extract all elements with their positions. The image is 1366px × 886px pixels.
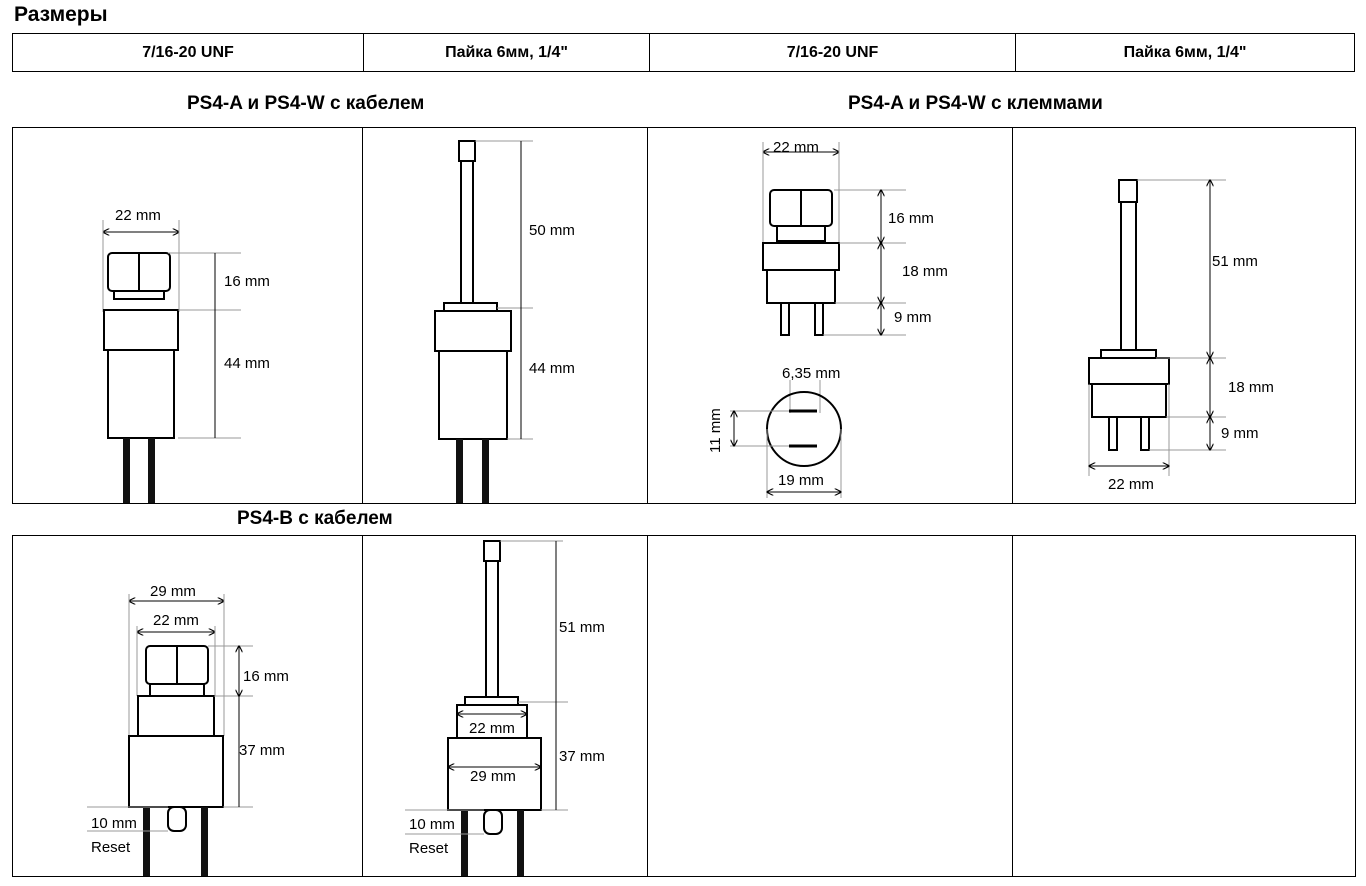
dim-tube: 51 mm bbox=[1212, 253, 1258, 270]
dim-diameter: 19 mm bbox=[778, 472, 824, 489]
dim-body: 37 mm bbox=[239, 742, 285, 759]
dim-body: 18 mm bbox=[902, 263, 948, 280]
dim-outer: 29 mm bbox=[150, 583, 196, 600]
page-title: Размеры bbox=[14, 3, 108, 26]
label-reset: Reset bbox=[91, 839, 131, 856]
dim-width: 22 mm bbox=[773, 139, 819, 156]
label-reset: Reset bbox=[409, 840, 449, 857]
dim-body: 37 mm bbox=[559, 748, 605, 765]
header-cell-solder-2: Пайка 6мм, 1/4" bbox=[1015, 33, 1355, 72]
empty-cell-3 bbox=[647, 535, 1013, 877]
drawing-terminals-solder: 51 mm 18 mm 9 mm 22 mm bbox=[1012, 127, 1356, 504]
dim-nut: 16 mm bbox=[243, 668, 289, 685]
drawing-b-solder: 22 mm 29 mm 51 mm 37 mm 10 mm Reset bbox=[362, 535, 648, 877]
header-cell-unf-2: 7/16-20 UNF bbox=[649, 33, 1016, 72]
dim-nut: 16 mm bbox=[224, 273, 270, 290]
section-title-terminals: PS4-A и PS4-W с клеммами bbox=[848, 93, 1103, 114]
dim-width: 22 mm bbox=[1108, 476, 1154, 493]
dim-width: 22 mm bbox=[115, 207, 161, 224]
dim-body: 44 mm bbox=[224, 355, 270, 372]
header-cell-unf-1: 7/16-20 UNF bbox=[12, 33, 364, 72]
dim-pins: 9 mm bbox=[894, 309, 932, 326]
dim-reset: 10 mm bbox=[91, 815, 137, 832]
drawing-cable-unf: 22 mm 16 mm 44 mm bbox=[12, 127, 363, 504]
dim-outer: 29 mm bbox=[470, 768, 516, 785]
header-table: 7/16-20 UNF Пайка 6мм, 1/4" 7/16-20 UNF … bbox=[12, 33, 1355, 72]
header-cell-solder-1: Пайка 6мм, 1/4" bbox=[363, 33, 650, 72]
dim-body: 18 mm bbox=[1228, 379, 1274, 396]
dim-nut: 16 mm bbox=[888, 210, 934, 227]
section-title-b-cable: PS4-B с кабелем bbox=[237, 508, 393, 529]
dim-pins: 9 mm bbox=[1221, 425, 1259, 442]
dim-inner: 22 mm bbox=[153, 612, 199, 629]
empty-cell-4 bbox=[1012, 535, 1356, 877]
dim-tube: 50 mm bbox=[529, 222, 575, 239]
dim-body: 44 mm bbox=[529, 360, 575, 377]
dim-inner: 22 mm bbox=[469, 720, 515, 737]
section-title-cable: PS4-A и PS4-W с кабелем bbox=[187, 93, 425, 114]
dim-pin-spacing: 6,35 mm bbox=[782, 365, 840, 382]
drawing-b-unf: 29 mm 22 mm 16 mm 37 mm 10 mm Reset bbox=[12, 535, 363, 877]
dim-tube: 51 mm bbox=[559, 619, 605, 636]
drawing-terminals-unf: 22 mm 16 mm 18 mm 9 mm 6,35 mm 11 mm 19 … bbox=[647, 127, 1013, 504]
drawing-cable-solder: 50 mm 44 mm bbox=[362, 127, 648, 504]
dim-pin-width: 11 mm bbox=[707, 408, 724, 453]
dim-reset: 10 mm bbox=[409, 816, 455, 833]
